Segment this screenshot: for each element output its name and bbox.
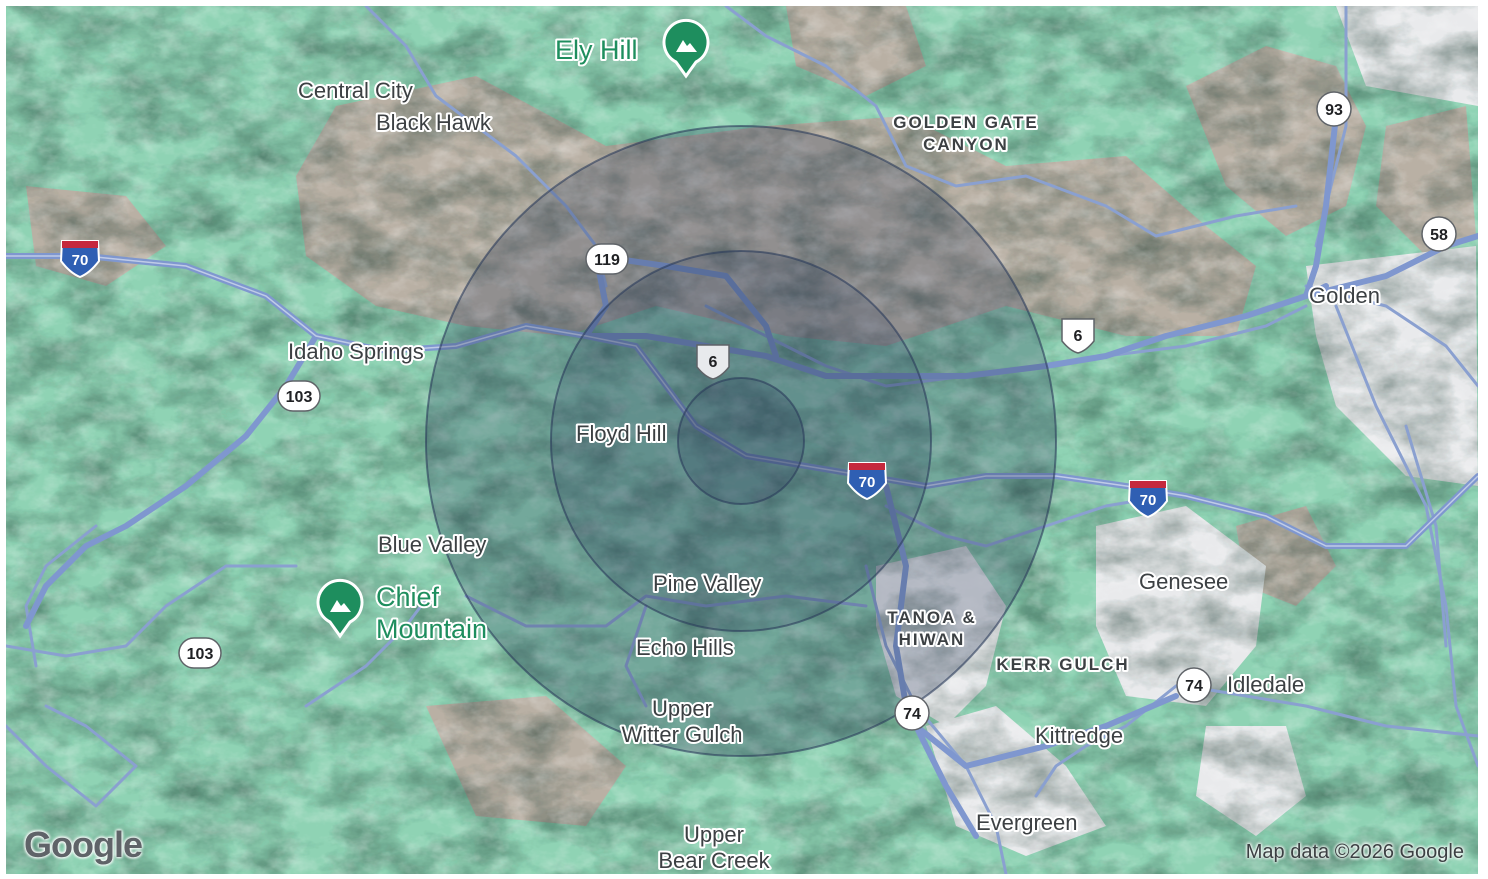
label-genesee[interactable]: Genesee [1137, 567, 1230, 596]
google-logo: Google [24, 824, 143, 865]
label-blue-valley[interactable]: Blue Valley [376, 530, 488, 559]
shield-hwy-93-label: 93 [1325, 102, 1343, 119]
shield-hwy-103-north[interactable]: 103 [277, 380, 321, 412]
shield-hwy-119[interactable]: 119 [585, 243, 629, 275]
poi-ely-hill[interactable]: Ely Hill [553, 18, 710, 79]
shield-i70-mid-label: 70 [859, 474, 876, 491]
label-kerr-gulch: KERR GULCH [996, 655, 1129, 674]
shield-hwy-58[interactable]: 58 [1421, 216, 1457, 252]
shield-hwy-119-label: 119 [594, 252, 620, 269]
label-pine-valley[interactable]: Pine Valley [651, 569, 763, 598]
label-kittredge[interactable]: Kittredge [1033, 721, 1125, 750]
range-ring-outer [425, 125, 1057, 757]
shield-hwy-6-east-label: 6 [1074, 328, 1083, 345]
shield-hwy-103-south-label: 103 [187, 646, 214, 663]
poi-chief-mountain[interactable]: Chief Mountain [316, 578, 489, 646]
label-upper-witter-gulch-2[interactable]: Witter Gulch [619, 720, 744, 749]
poi-chief-label-2: Mountain [376, 614, 487, 644]
shield-hwy-74-south-label: 74 [903, 706, 921, 723]
label-upper-bear-creek-1[interactable]: Upper [682, 820, 746, 849]
mountain-icon [662, 18, 710, 79]
area-labels: GOLDEN GATE CANYON TANOA & HIWAN KERR GU… [885, 111, 1129, 676]
shield-i70-east[interactable]: 70 [1127, 480, 1169, 519]
shield-hwy-6-west[interactable]: 6 [696, 344, 730, 380]
label-floyd-hill[interactable]: Floyd Hill [574, 419, 668, 448]
label-tanoa-hiwan-2: HIWAN [899, 630, 966, 649]
label-upper-witter-gulch-1[interactable]: Upper [650, 694, 714, 723]
label-idledale[interactable]: Idledale [1225, 670, 1306, 699]
shield-i70-east-label: 70 [1140, 492, 1157, 509]
shield-i70-mid[interactable]: 70 [846, 462, 888, 501]
label-evergreen[interactable]: Evergreen [974, 808, 1080, 837]
shield-i70-west-label: 70 [72, 252, 89, 269]
poi-chief-label-1: Chief [376, 582, 440, 612]
shield-hwy-6-east[interactable]: 6 [1061, 318, 1095, 354]
shield-hwy-74-south[interactable]: 74 [894, 695, 930, 731]
map-attribution[interactable]: Map data ©2026 Google [1245, 841, 1464, 863]
label-echo-hills[interactable]: Echo Hills [634, 633, 736, 662]
shield-hwy-74-east[interactable]: 74 [1176, 667, 1212, 703]
shield-hwy-74-east-label: 74 [1185, 678, 1203, 695]
shield-hwy-6-west-label: 6 [709, 354, 718, 371]
range-rings [425, 125, 1057, 757]
range-ring-middle [550, 250, 932, 632]
shield-hwy-103-south[interactable]: 103 [178, 637, 222, 669]
label-golden-gate-canyon-1: GOLDEN GATE [893, 113, 1038, 132]
highway-centerline [6, 255, 1478, 547]
shield-hwy-58-label: 58 [1430, 227, 1448, 244]
shield-hwy-93[interactable]: 93 [1316, 91, 1352, 127]
label-idaho-springs[interactable]: Idaho Springs [286, 337, 426, 366]
hillshade-light [6, 6, 1478, 874]
label-central-city[interactable]: Central City [296, 76, 415, 105]
label-black-hawk[interactable]: Black Hawk [374, 108, 494, 137]
label-upper-bear-creek-2[interactable]: Bear Creek [656, 846, 772, 874]
label-golden[interactable]: Golden [1307, 281, 1382, 310]
map-svg: 70 70 70 119 6 6 103 [6, 6, 1478, 874]
poi-ely-hill-label: Ely Hill [555, 35, 638, 65]
range-ring-inner [677, 377, 805, 505]
place-labels: Central City Black Hawk Idaho Springs Fl… [286, 76, 1382, 874]
mountain-icon [316, 578, 364, 639]
map-canvas[interactable]: 70 70 70 119 6 6 103 [6, 6, 1478, 874]
local-roads [6, 6, 1478, 874]
shield-hwy-103-north-label: 103 [286, 389, 313, 406]
label-golden-gate-canyon-2: CANYON [923, 135, 1009, 154]
label-tanoa-hiwan-1: TANOA & [887, 608, 977, 627]
shield-i70-west[interactable]: 70 [59, 240, 101, 279]
